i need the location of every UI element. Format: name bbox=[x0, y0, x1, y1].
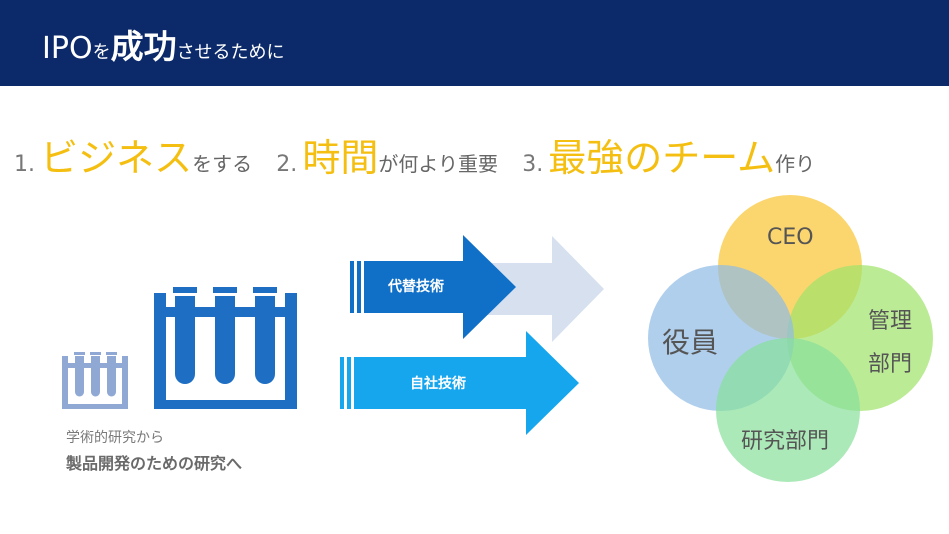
title-suffix: させるために bbox=[176, 42, 285, 63]
caption-line-2: 製品開発のための研究へ bbox=[66, 454, 243, 473]
venn-circle-research bbox=[716, 338, 860, 482]
venn-label-executives: 役員 bbox=[662, 326, 719, 359]
alternative-tech-arrow bbox=[350, 235, 516, 339]
point-1-keyword: ビジネス bbox=[40, 136, 193, 180]
page-title: IPOを成功させるために bbox=[42, 20, 285, 68]
point-2-number: 2. bbox=[276, 152, 298, 177]
venn-diagram bbox=[648, 195, 933, 482]
own-tech-label: 自社技術 bbox=[410, 376, 466, 392]
caption-line-1: 学術的研究から bbox=[66, 430, 164, 446]
alternative-tech-label: 代替技術 bbox=[388, 279, 444, 295]
point-2-keyword: 時間 bbox=[302, 136, 379, 180]
venn-label-management-2: 部門 bbox=[868, 352, 913, 377]
title-ipo: IPO bbox=[42, 31, 93, 66]
point-3-keyword: 最強のチーム bbox=[548, 136, 776, 180]
point-3-text: 作り bbox=[775, 152, 816, 176]
key-points: 1. ビジネスをする 2. 時間が何より重要 3. 最強のチーム作り bbox=[14, 127, 815, 182]
title-bar: IPOを成功させるために bbox=[0, 0, 949, 86]
test-tube-rack-icon bbox=[154, 287, 297, 409]
small-test-tube-rack-icon bbox=[62, 352, 128, 409]
own-tech-arrow bbox=[340, 331, 579, 435]
title-particle: を bbox=[92, 42, 111, 63]
point-3-number: 3. bbox=[522, 152, 544, 177]
point-1-number: 1. bbox=[14, 152, 35, 177]
venn-label-research: 研究部門 bbox=[741, 429, 830, 454]
venn-label-management-1: 管理 bbox=[868, 309, 913, 334]
title-success: 成功 bbox=[110, 27, 177, 66]
point-1-text: をする bbox=[192, 152, 253, 176]
faded-arrow bbox=[470, 236, 604, 342]
point-2-text: が何より重要 bbox=[378, 152, 499, 176]
caption: 学術的研究から 製品開発のための研究へ bbox=[66, 427, 242, 474]
venn-label-ceo: CEO bbox=[767, 225, 814, 250]
